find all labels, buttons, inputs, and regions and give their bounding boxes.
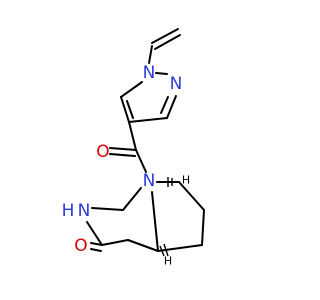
bond-n2-n1	[155, 72, 168, 75]
bond-n-bridge-ch2	[122, 187, 142, 211]
atom-o-lactam: O	[74, 236, 87, 256]
bond-vinyl-double-b	[154, 34, 181, 50]
bond-c3-n2	[166, 95, 177, 119]
atom-n-bridge: N	[143, 171, 156, 191]
bond-carbonyl-n	[135, 149, 147, 173]
bond-carbonyl-o-a	[109, 147, 137, 151]
svg-text:O: O	[74, 236, 87, 256]
bond-vinyl-double-a	[151, 28, 179, 44]
bond-co-ch2	[101, 239, 129, 246]
stereo-wedge-bottom	[159, 243, 169, 257]
stereo-h-top: H	[182, 174, 190, 187]
atom-h-amide: H	[62, 201, 75, 221]
svg-text:O: O	[96, 142, 109, 162]
svg-text:N: N	[78, 201, 91, 221]
chemical-structure-diagram: N N O N N H O H H	[62, 28, 205, 268]
atom-n-pyrazole: N	[170, 74, 183, 94]
svg-text:N: N	[143, 63, 156, 83]
stereo-h-bottom: H	[164, 255, 172, 268]
bond-lactam-o-a	[90, 242, 103, 246]
bond-c5-c4	[120, 96, 130, 123]
bond-ch2-ch2	[201, 209, 205, 246]
carbonyl-group	[109, 121, 147, 173]
atom-n-vinyl: N	[143, 63, 156, 83]
bond-c4-c3	[128, 117, 168, 123]
bond-lactam-o-b	[90, 248, 102, 252]
bond-vinyl-single	[148, 45, 153, 64]
pyrazole-ring	[120, 72, 177, 123]
bond-n-bridge-c5	[151, 191, 159, 252]
bicyclic-core	[86, 181, 205, 252]
bond-c5-c4-inner	[126, 100, 134, 119]
bond-carbonyl-o-b	[109, 153, 136, 157]
atom-n-amide: N H	[62, 201, 91, 221]
stereo-wedge-top	[167, 177, 173, 187]
bond-c4-carbonyl	[128, 121, 137, 151]
bond-ch2-n-amide	[91, 207, 124, 211]
bond-c3-n2-inner	[160, 96, 169, 114]
bond-ch2-c5	[127, 239, 159, 252]
svg-text:N: N	[170, 74, 183, 94]
atom-o-carbonyl: O	[96, 142, 109, 162]
vinyl-group	[148, 28, 181, 64]
bond-c1-ch2-a	[178, 181, 205, 211]
bond-n1-c5	[120, 81, 143, 98]
svg-text:N: N	[143, 171, 156, 191]
bond-n-amide-co	[86, 221, 103, 246]
